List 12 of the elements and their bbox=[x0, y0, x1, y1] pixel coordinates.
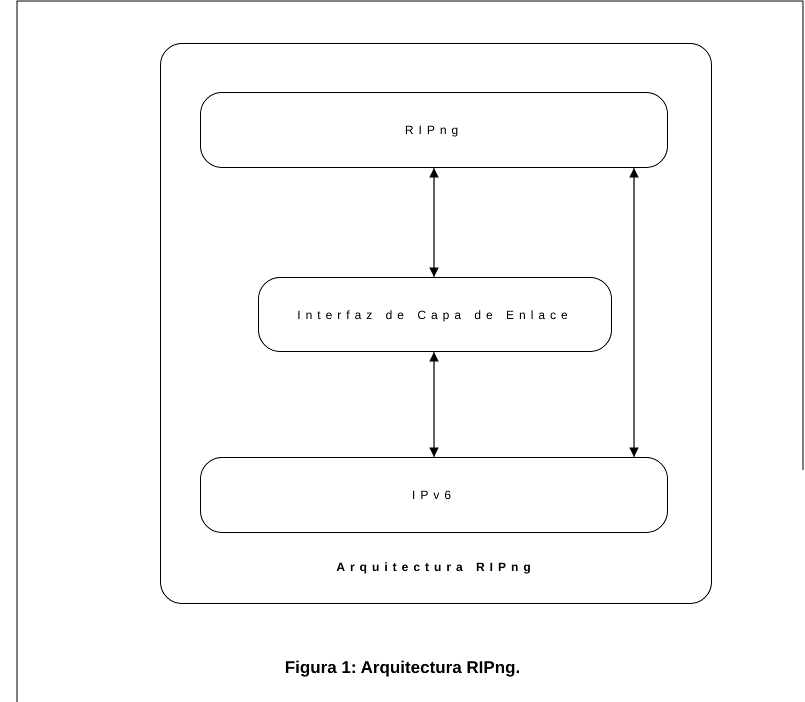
layer-label: Interfaz de Capa de Enlace bbox=[296, 308, 574, 322]
layer-label: IPv6 bbox=[410, 488, 457, 502]
double-arrow bbox=[629, 168, 639, 457]
layer-box bbox=[200, 457, 668, 533]
figure-caption: Figura 1: Arquitectura RIPng. bbox=[284, 658, 520, 678]
layer-label: RIPng bbox=[404, 123, 464, 137]
layer-box bbox=[258, 277, 612, 352]
layer-box bbox=[200, 92, 668, 168]
container-title: Arquitectura RIPng bbox=[335, 560, 537, 574]
container-box bbox=[160, 43, 712, 604]
double-arrow bbox=[429, 168, 439, 277]
double-arrow bbox=[429, 352, 439, 457]
